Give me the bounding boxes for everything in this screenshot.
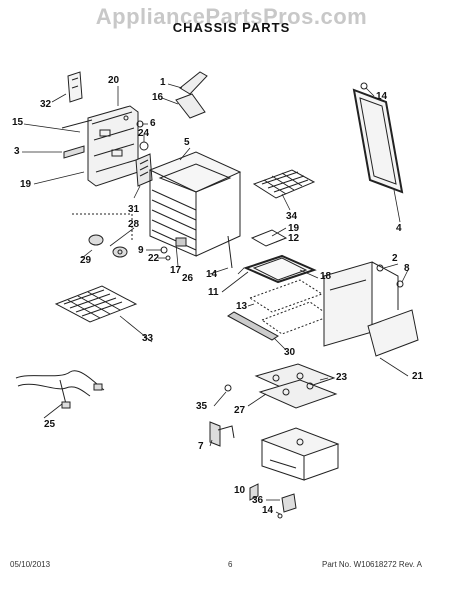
part-13-panel — [248, 279, 332, 335]
callout-24: 24 — [138, 128, 150, 139]
callout-18: 18 — [320, 271, 332, 282]
callout-1: 1 — [160, 77, 166, 88]
part-22-clip — [165, 255, 171, 261]
part-32-bracket — [67, 71, 83, 103]
callout-14-mid: 14 — [206, 269, 218, 280]
callout-20: 20 — [108, 75, 120, 86]
callout-13: 13 — [236, 301, 248, 312]
callout-7: 7 — [198, 441, 204, 452]
part-12-bracket — [250, 229, 288, 247]
part-33-rack — [54, 285, 138, 323]
callout-19-left: 19 — [20, 179, 32, 190]
leader-lines — [22, 83, 409, 515]
callout-10: 10 — [234, 485, 246, 496]
part-4-door-panel — [352, 88, 404, 194]
callout-14-bottom: 14 — [262, 505, 274, 516]
callout-4: 4 — [396, 223, 402, 234]
part-29-igniter — [88, 234, 128, 258]
callout-21: 21 — [412, 371, 424, 382]
watermark: AppliancePartsPros.com — [95, 4, 368, 29]
callout-23: 23 — [336, 372, 348, 383]
callout-2: 2 — [392, 253, 398, 264]
part-23-burner-base — [254, 363, 338, 409]
callout-15: 15 — [12, 117, 24, 128]
footer-page: 6 — [228, 560, 233, 569]
part-28-bracket — [72, 213, 133, 240]
callout-36: 36 — [252, 495, 264, 506]
callout-32: 32 — [40, 99, 52, 110]
part-2-screw — [376, 264, 384, 272]
callout-34: 34 — [286, 211, 298, 222]
callout-3: 3 — [14, 146, 20, 157]
callout-17: 17 — [170, 265, 182, 276]
callout-26: 26 — [182, 273, 194, 284]
callout-27: 27 — [234, 405, 246, 416]
part-36-valve — [249, 483, 297, 519]
part-26-rod — [227, 235, 233, 269]
callout-5: 5 — [184, 137, 190, 148]
part-25-harness — [15, 370, 105, 409]
callout-35: 35 — [196, 401, 208, 412]
callout-30: 30 — [284, 347, 296, 358]
callout-6: 6 — [150, 118, 156, 129]
part-30-strip — [227, 311, 279, 341]
callout-9: 9 — [138, 245, 144, 256]
part-8-screw — [396, 280, 404, 288]
page-title: CHASSIS PARTS — [172, 20, 291, 35]
callout-28: 28 — [128, 219, 140, 230]
callout-16: 16 — [152, 92, 164, 103]
part-5-oven-cavity — [148, 151, 242, 257]
footer-part-info: Part No. W10618272 Rev. A — [322, 560, 422, 569]
drawer-tray — [260, 427, 340, 481]
callout-22: 22 — [148, 253, 160, 264]
callout-25: 25 — [44, 419, 56, 430]
footer-date: 05/10/2013 — [10, 560, 51, 569]
callout-29: 29 — [80, 255, 92, 266]
callout-14-top: 14 — [376, 91, 388, 102]
part-7-bracket — [209, 421, 235, 447]
part-34-rack — [252, 169, 316, 199]
part-1-hinge — [175, 71, 208, 119]
callout-8: 8 — [404, 263, 410, 274]
callout-11: 11 — [208, 287, 219, 298]
part-35-screw — [224, 384, 232, 392]
part-14-screw-top — [360, 82, 368, 90]
callout-33: 33 — [142, 333, 154, 344]
callout-19-right: 19 — [288, 223, 300, 234]
part-21-cabinet — [323, 261, 419, 357]
part-18-frame — [243, 254, 317, 284]
part-20-side-panel — [61, 105, 139, 187]
callout-12: 12 — [288, 233, 300, 244]
callout-31: 31 — [128, 204, 140, 215]
